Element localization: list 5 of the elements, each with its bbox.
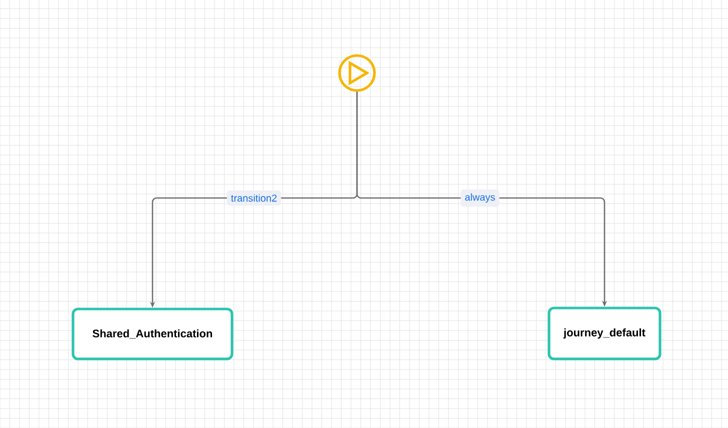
edge-label: transition2	[226, 190, 282, 206]
start-event-icon	[338, 54, 376, 92]
edge-label: always	[460, 189, 500, 207]
state-box: journey_default	[548, 306, 662, 360]
state-box: Shared_Authentication	[72, 308, 234, 360]
